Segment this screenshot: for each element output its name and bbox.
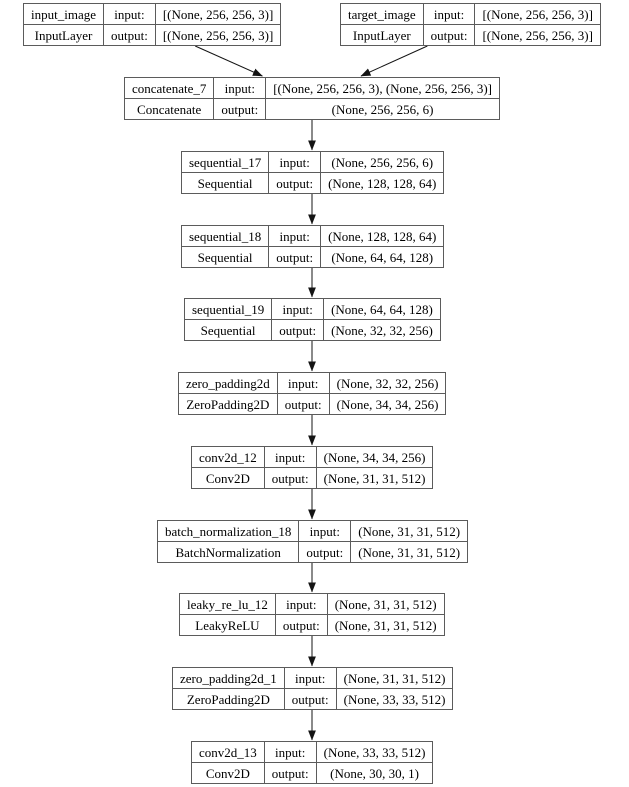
output-label-cell: output:	[271, 319, 325, 341]
input-shape-cell: (None, 33, 33, 512)	[315, 741, 434, 763]
output-shape-cell: [(None, 256, 256, 3)]	[474, 24, 601, 46]
layer-type-cell: LeakyReLU	[179, 614, 276, 636]
layer-type-cell: ZeroPadding2D	[178, 393, 278, 415]
layer-name-cell: concatenate_7	[123, 77, 215, 99]
layer-type-cell: InputLayer	[340, 24, 424, 46]
layer-type-cell: Sequential	[183, 319, 273, 341]
edge-arrow-input_image-to-concatenate_7	[194, 45, 263, 77]
output-label-cell: output:	[263, 762, 317, 784]
input-label-cell: input:	[263, 446, 317, 468]
input-shape-cell: (None, 34, 34, 256)	[315, 446, 434, 468]
output-shape-cell: (None, 31, 31, 512)	[326, 614, 445, 636]
input-label-cell: input:	[422, 3, 476, 25]
input-label-cell: input:	[271, 298, 325, 320]
layer-name-cell: conv2d_13	[191, 741, 265, 763]
layer-type-cell: InputLayer	[23, 24, 104, 46]
input-shape-cell: (None, 32, 32, 256)	[328, 372, 447, 394]
layer-type-cell: BatchNormalization	[156, 541, 300, 563]
input-label-cell: input:	[274, 593, 328, 615]
input-shape-cell: [(None, 256, 256, 3), (None, 256, 256, 3…	[265, 77, 500, 99]
layer-name-cell: conv2d_12	[191, 446, 265, 468]
output-shape-cell: (None, 64, 64, 128)	[320, 246, 445, 268]
layer-name-cell: leaky_re_lu_12	[179, 593, 276, 615]
input-label-cell: input:	[276, 372, 330, 394]
output-label-cell: output:	[268, 172, 322, 194]
layer-name-cell: batch_normalization_18	[156, 520, 300, 542]
output-label-cell: output:	[276, 393, 330, 415]
input-label-cell: input:	[213, 77, 267, 99]
input-shape-cell: (None, 64, 64, 128)	[323, 298, 441, 320]
layer-name-cell: sequential_18	[180, 225, 270, 247]
output-label-cell: output:	[213, 98, 267, 120]
output-shape-cell: (None, 32, 32, 256)	[323, 319, 441, 341]
layer-name-cell: input_image	[23, 3, 104, 25]
layer-name-cell: target_image	[340, 3, 424, 25]
output-label-cell: output:	[103, 24, 156, 46]
input-label-cell: input:	[298, 520, 352, 542]
output-label-cell: output:	[283, 688, 337, 710]
output-label-cell: output:	[298, 541, 352, 563]
edge-arrow-target_image-to-concatenate_7	[360, 45, 428, 77]
output-shape-cell: (None, 34, 34, 256)	[328, 393, 447, 415]
layer-type-cell: ZeroPadding2D	[172, 688, 285, 710]
layer-name-cell: zero_padding2d	[178, 372, 278, 394]
output-label-cell: output:	[263, 467, 317, 489]
layer-type-cell: Sequential	[180, 172, 270, 194]
output-shape-cell: [(None, 256, 256, 3)]	[154, 24, 282, 46]
input-shape-cell: (None, 256, 256, 6)	[320, 151, 445, 173]
layer-name-cell: sequential_17	[180, 151, 270, 173]
input-shape-cell: (None, 31, 31, 512)	[350, 520, 469, 542]
layer-name-cell: sequential_19	[183, 298, 273, 320]
input-label-cell: input:	[268, 151, 322, 173]
layer-name-cell: zero_padding2d_1	[172, 667, 285, 689]
output-label-cell: output:	[422, 24, 476, 46]
layer-type-cell: Conv2D	[191, 467, 265, 489]
input-shape-cell: (None, 31, 31, 512)	[335, 667, 454, 689]
output-label-cell: output:	[274, 614, 328, 636]
output-shape-cell: (None, 256, 256, 6)	[265, 98, 500, 120]
output-shape-cell: (None, 33, 33, 512)	[335, 688, 454, 710]
layer-type-cell: Conv2D	[191, 762, 265, 784]
output-label-cell: output:	[268, 246, 322, 268]
input-label-cell: input:	[268, 225, 322, 247]
input-shape-cell: [(None, 256, 256, 3)]	[474, 3, 601, 25]
layer-type-cell: Concatenate	[123, 98, 215, 120]
layer-type-cell: Sequential	[180, 246, 270, 268]
input-label-cell: input:	[263, 741, 317, 763]
input-shape-cell: (None, 31, 31, 512)	[326, 593, 445, 615]
input-shape-cell: [(None, 256, 256, 3)]	[154, 3, 282, 25]
output-shape-cell: (None, 30, 30, 1)	[315, 762, 434, 784]
output-shape-cell: (None, 128, 128, 64)	[320, 172, 445, 194]
output-shape-cell: (None, 31, 31, 512)	[350, 541, 469, 563]
input-label-cell: input:	[283, 667, 337, 689]
input-label-cell: input:	[103, 3, 156, 25]
input-shape-cell: (None, 128, 128, 64)	[320, 225, 445, 247]
output-shape-cell: (None, 31, 31, 512)	[315, 467, 434, 489]
